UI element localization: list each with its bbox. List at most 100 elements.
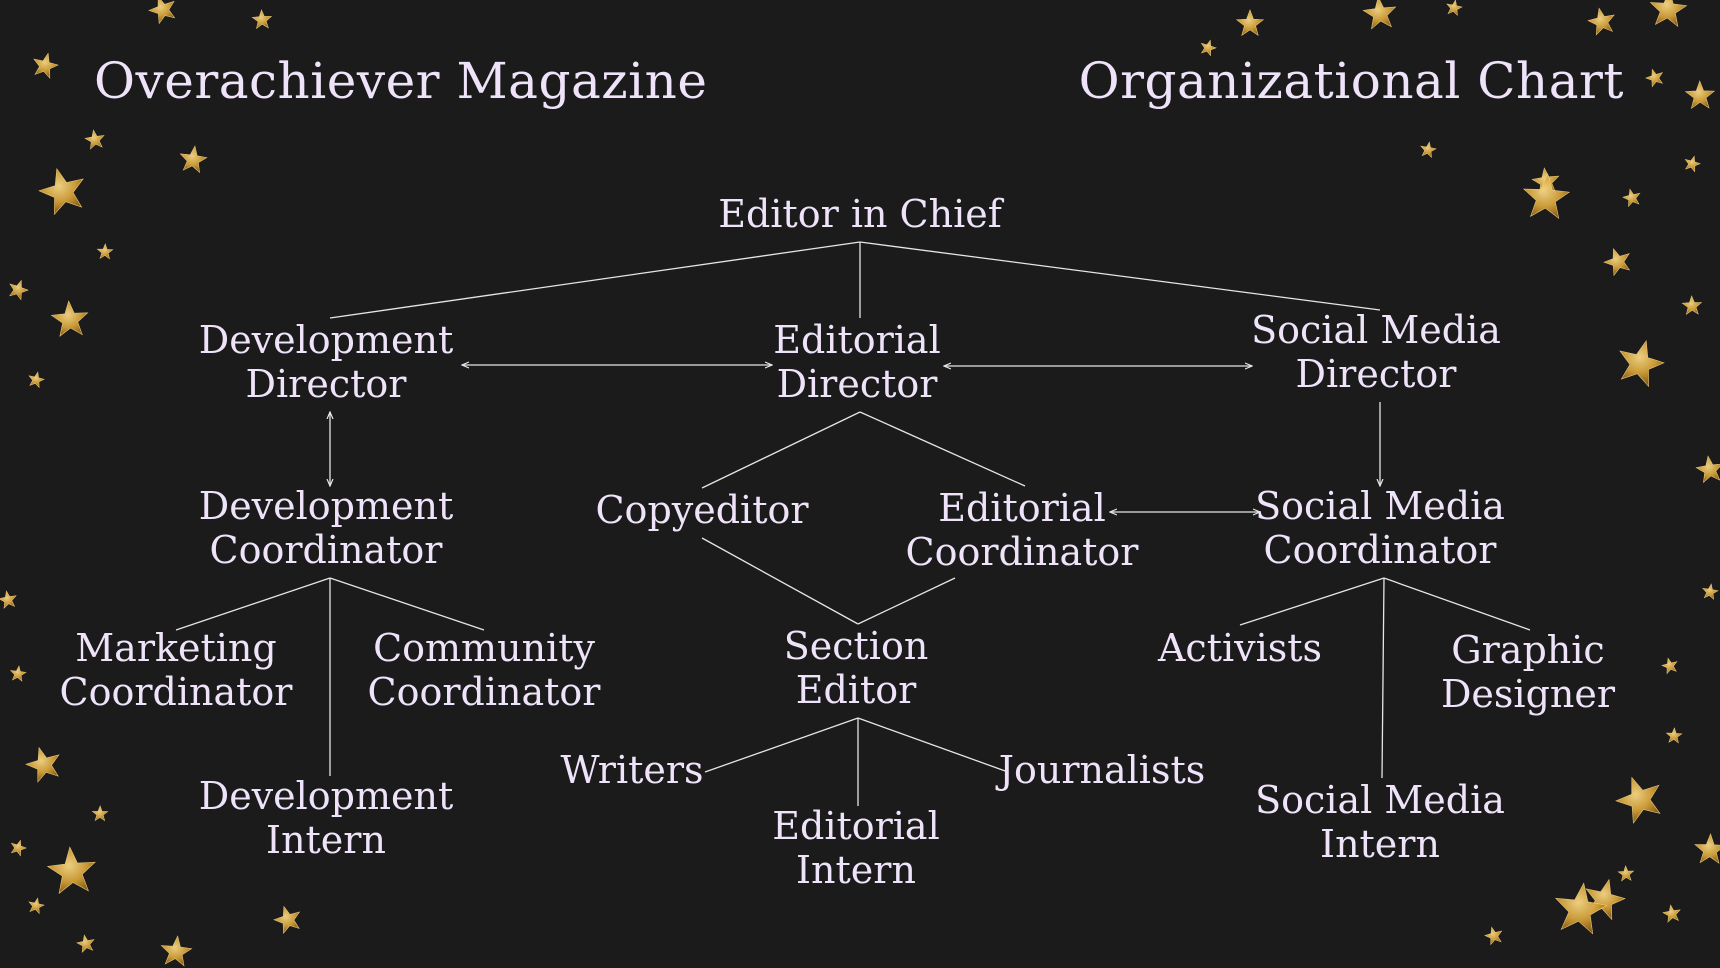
connector-section-editor-to-writers bbox=[704, 717, 859, 773]
node-label-line: Director bbox=[776, 362, 938, 406]
node-development-intern: Development Intern bbox=[199, 774, 454, 862]
node-label-line: Intern bbox=[1320, 822, 1440, 866]
gold-star-icon bbox=[1681, 295, 1703, 316]
gold-star-icon bbox=[251, 9, 273, 30]
node-graphic-designer: Graphic Designer bbox=[1441, 628, 1615, 716]
node-label-line: Community bbox=[373, 626, 595, 670]
node-label-line: Activists bbox=[1157, 626, 1323, 670]
gold-star-icon bbox=[25, 746, 60, 783]
node-label-line: Writers bbox=[560, 748, 704, 792]
gold-star-icon bbox=[0, 590, 17, 609]
node-label-line: Social Media bbox=[1255, 484, 1505, 528]
node-marketing-coordinator: Marketing Coordinator bbox=[60, 626, 293, 714]
connector-editorial-director-to-editorial-coordinator bbox=[859, 411, 1026, 487]
node-label-line: Social Media bbox=[1255, 778, 1505, 822]
node-label-line: Social Media bbox=[1251, 308, 1501, 352]
node-activists: Activists bbox=[1158, 626, 1322, 670]
gold-star-icon bbox=[1484, 926, 1503, 946]
node-label-line: Director bbox=[245, 362, 407, 406]
gold-star-icon bbox=[1615, 776, 1661, 824]
gold-star-icon bbox=[96, 243, 114, 260]
gold-star-icon bbox=[1522, 173, 1571, 220]
node-label-line: Section bbox=[783, 624, 929, 668]
node-development-director: Development Director bbox=[199, 318, 454, 406]
node-editor-in-chief: Editor in Chief bbox=[718, 192, 1002, 236]
gold-star-icon bbox=[1661, 657, 1678, 675]
connector-editorial-director-to-copyeditor bbox=[701, 411, 861, 489]
node-development-coordinator: Development Coordinator bbox=[199, 484, 454, 572]
node-label-line: Coordinator bbox=[905, 530, 1139, 574]
chart-title: Organizational Chart bbox=[1078, 52, 1624, 110]
node-editorial-intern: Editorial Intern bbox=[772, 804, 940, 892]
gold-star-icon bbox=[28, 371, 45, 389]
gold-star-icon bbox=[1702, 583, 1719, 600]
gold-star-icon bbox=[1603, 247, 1631, 277]
gold-star-icon bbox=[1235, 9, 1265, 36]
node-label-line: Coordinator bbox=[367, 670, 601, 714]
node-label-line: Editorial bbox=[773, 318, 941, 362]
gold-star-icon bbox=[1622, 188, 1641, 208]
gold-star-icon bbox=[9, 665, 27, 682]
gold-star-icon bbox=[1554, 882, 1608, 935]
gold-star-icon bbox=[1617, 865, 1635, 882]
node-label-line: Designer bbox=[1440, 672, 1616, 716]
node-label-line: Intern bbox=[266, 818, 386, 862]
gold-star-icon bbox=[148, 0, 176, 25]
node-label-line: Editor bbox=[795, 668, 917, 712]
node-label-line: Editorial bbox=[938, 486, 1106, 530]
node-social-media-coordinator: Social Media Coordinator bbox=[1255, 484, 1505, 572]
gold-star-icon bbox=[1587, 7, 1615, 36]
gold-star-icon bbox=[1684, 80, 1716, 109]
gold-star-icon bbox=[1665, 727, 1683, 744]
node-social-media-director: Social Media Director bbox=[1251, 308, 1501, 396]
gold-star-icon bbox=[10, 839, 27, 857]
node-writers: Writers bbox=[560, 748, 703, 792]
node-journalists: Journalists bbox=[999, 748, 1205, 792]
gold-star-icon bbox=[273, 905, 301, 935]
connector-section-editor-to-journalists bbox=[857, 717, 1009, 773]
gold-star-icon bbox=[1420, 141, 1437, 158]
connector-social-media-coordinator-to-social-media-intern bbox=[1381, 577, 1385, 779]
connector-copyeditor-to-section-editor bbox=[701, 537, 859, 625]
gold-star-icon bbox=[76, 934, 95, 953]
node-social-media-intern: Social Media Intern bbox=[1255, 778, 1505, 866]
connector-social-media-coordinator-to-activists bbox=[1239, 577, 1385, 626]
gold-star-icon bbox=[50, 300, 89, 337]
node-editorial-coordinator: Editorial Coordinator bbox=[906, 486, 1139, 574]
gold-star-icon bbox=[9, 279, 29, 301]
gold-star-icon bbox=[1619, 339, 1665, 388]
node-section-editor: Section Editor bbox=[784, 624, 929, 712]
gold-star-icon bbox=[28, 897, 45, 915]
connector-development-coordinator-to-community-coordinator bbox=[329, 577, 485, 631]
gold-star-icon bbox=[1446, 0, 1463, 17]
gold-star-icon bbox=[1200, 39, 1217, 57]
node-label-line: Coordinator bbox=[1263, 528, 1497, 572]
gold-star-icon bbox=[33, 52, 59, 79]
gold-star-icon bbox=[160, 935, 193, 967]
gold-star-icon bbox=[1662, 904, 1681, 923]
node-label-line: Development bbox=[198, 774, 454, 818]
node-label-line: Journalists bbox=[998, 748, 1206, 792]
node-copyeditor: Copyeditor bbox=[595, 488, 808, 532]
connector-development-coordinator-to-marketing-coordinator bbox=[175, 577, 331, 631]
gold-star-icon bbox=[1649, 0, 1688, 28]
node-label-line: Director bbox=[1295, 352, 1457, 396]
gold-star-icon bbox=[1695, 455, 1720, 484]
gold-star-icon bbox=[179, 145, 208, 174]
node-label-line: Graphic bbox=[1451, 628, 1605, 672]
node-community-coordinator: Community Coordinator bbox=[368, 626, 601, 714]
node-label-line: Coordinator bbox=[59, 670, 293, 714]
gold-star-icon bbox=[84, 129, 105, 150]
gold-star-icon bbox=[1684, 155, 1701, 173]
gold-star-icon bbox=[1694, 833, 1720, 864]
connector-editor-in-chief-to-development-director bbox=[329, 241, 861, 319]
node-label-line: Development bbox=[198, 318, 454, 362]
connector-social-media-coordinator-to-graphic-designer bbox=[1383, 577, 1531, 631]
node-label-line: Coordinator bbox=[209, 528, 443, 572]
node-label-line: Editorial bbox=[772, 804, 940, 848]
node-label-line: Copyeditor bbox=[595, 488, 809, 532]
gold-star-icon bbox=[91, 805, 109, 822]
node-label-line: Marketing bbox=[75, 626, 277, 670]
